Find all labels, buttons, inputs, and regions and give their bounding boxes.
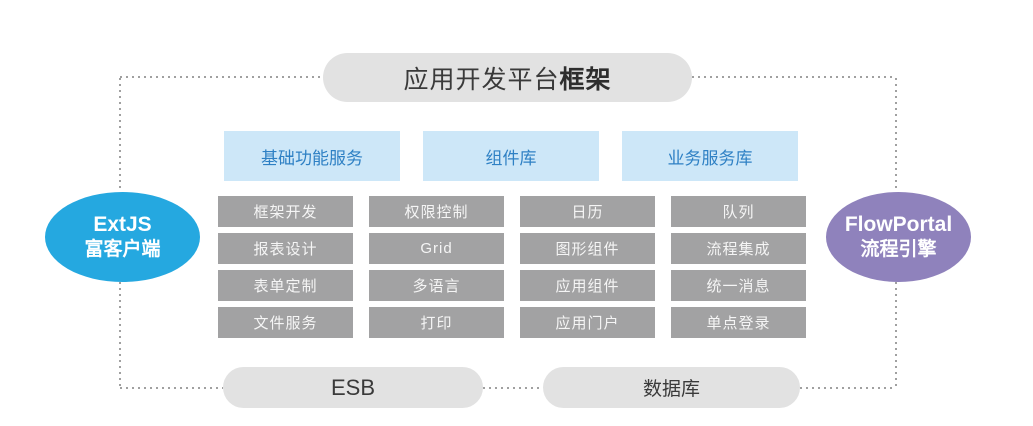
- extjs-label: ExtJS: [93, 213, 152, 236]
- grid-cell: 图形组件: [520, 233, 655, 264]
- grid-cell: 单点登录: [671, 307, 806, 338]
- esb-pill: ESB: [223, 367, 483, 408]
- header-business-services: 业务服务库: [622, 131, 798, 181]
- connector-top-right: [692, 76, 896, 78]
- platform-title-text: 应用开发平台: [403, 65, 560, 94]
- database-pill: 数据库: [543, 367, 800, 408]
- flowportal-engine-ellipse: FlowPortal 流程引擎: [826, 192, 971, 282]
- rich-client-label: 富客户端: [84, 239, 161, 261]
- grid-cell: Grid: [369, 233, 504, 264]
- connector-top-left: [120, 76, 323, 78]
- connector-right-upper: [895, 78, 897, 192]
- grid-cell: 队列: [671, 196, 806, 227]
- grid-cell: 报表设计: [218, 233, 353, 264]
- header-basic-services: 基础功能服务: [224, 131, 400, 181]
- process-engine-label: 流程引擎: [860, 239, 937, 261]
- grid-cell: 文件服务: [218, 307, 353, 338]
- flowportal-label: FlowPortal: [844, 213, 953, 236]
- grid-cell: 流程集成: [671, 233, 806, 264]
- connector-bottom-left: [120, 387, 223, 389]
- header-component-library: 组件库: [423, 131, 599, 181]
- extjs-client-ellipse: ExtJS 富客户端: [45, 192, 200, 282]
- grid-cell: 应用组件: [520, 270, 655, 301]
- connector-bottom-middle: [483, 387, 543, 389]
- grid-cell: 框架开发: [218, 196, 353, 227]
- grid-cell: 日历: [520, 196, 655, 227]
- grid-cell: 打印: [369, 307, 504, 338]
- grid-cell: 权限控制: [369, 196, 504, 227]
- connector-bottom-right: [800, 387, 896, 389]
- capability-grid: 框架开发 权限控制 日历 队列 报表设计 Grid 图形组件 流程集成 表单定制…: [218, 196, 806, 338]
- grid-cell: 应用门户: [520, 307, 655, 338]
- connector-left-upper: [119, 78, 121, 192]
- grid-cell: 表单定制: [218, 270, 353, 301]
- connector-left-lower: [119, 282, 121, 388]
- platform-title-bold: 框架: [559, 65, 612, 94]
- connector-right-lower: [895, 282, 897, 388]
- grid-cell: 多语言: [369, 270, 504, 301]
- platform-title-bar: 应用开发平台框架: [323, 53, 692, 102]
- grid-cell: 统一消息: [671, 270, 806, 301]
